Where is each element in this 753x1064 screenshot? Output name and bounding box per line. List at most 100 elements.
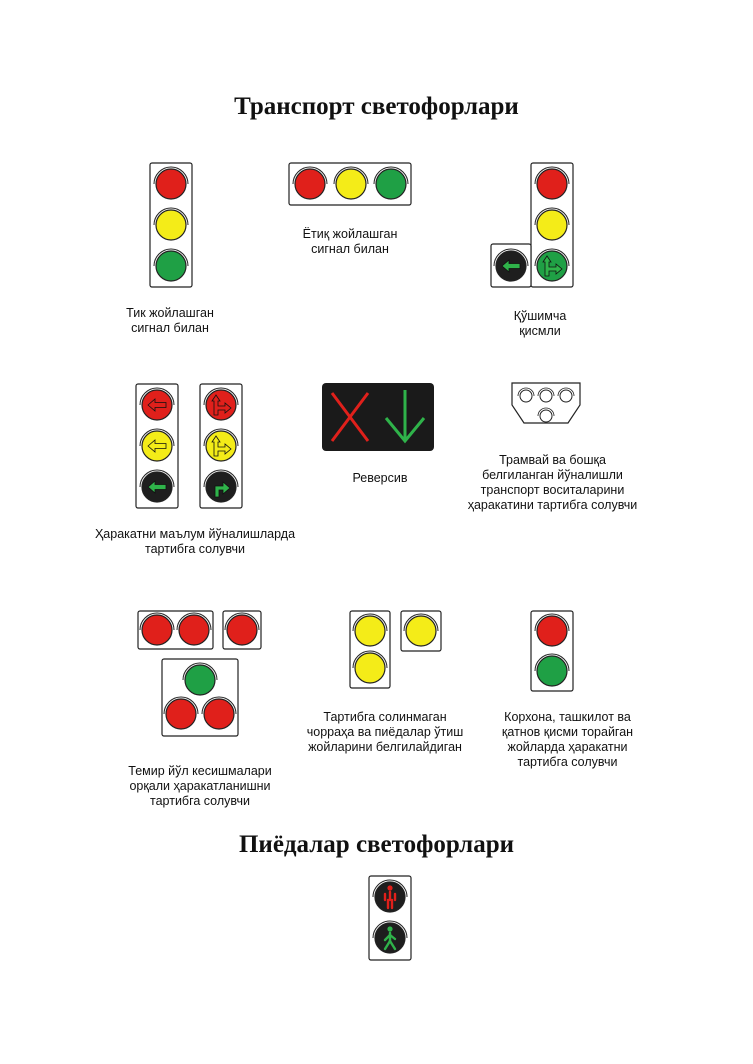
- lamp-lens: [155, 250, 187, 282]
- lamp-lens: [375, 168, 407, 200]
- railway-red-lamp: [139, 612, 175, 646]
- reversible-signal-panel: [322, 383, 434, 451]
- pedestrian-stop-icon: [383, 885, 397, 910]
- pedestrian-arm: [388, 933, 397, 941]
- additional-green-arrow-icon: [542, 255, 563, 277]
- railway-green-lamp: [182, 662, 218, 696]
- lamp-lens: [165, 698, 197, 730]
- tram-lamp: [539, 389, 553, 403]
- lamp-visor: [201, 696, 237, 715]
- caption-additional: Қўшимча қисмли: [513, 309, 567, 338]
- additional-red-lamp: [534, 166, 570, 200]
- lamp-lens: [205, 389, 237, 421]
- lamp-lens: [354, 615, 386, 647]
- lamp-visor: [176, 612, 212, 631]
- railway-red-lamp: [224, 612, 260, 646]
- railway-red-lamp: [201, 696, 237, 730]
- directional-left-arrow-icon: [147, 398, 167, 412]
- pedestrian-head: [387, 926, 393, 932]
- lamp-visor: [534, 653, 570, 672]
- lamp-visor: [534, 166, 570, 185]
- lamp-visor: [372, 920, 408, 939]
- caption-enterprise: Корхона, ташкилот ва қатнов қисми торайг…: [501, 710, 634, 769]
- pedestrian-walk-icon: [383, 926, 397, 951]
- enterprise-red-lamp: [534, 613, 570, 647]
- transport-title: Транспорт светофорлари: [234, 93, 519, 120]
- lamp-lens: [536, 615, 568, 647]
- lamp-visor: [537, 387, 555, 397]
- lamp-visor: [517, 387, 535, 397]
- directional-right-arrow-icon: [211, 435, 232, 457]
- vertical-red-lamp: [153, 166, 189, 200]
- caption-tram: Трамвай ва бошқа белгиланган йўналишли т…: [467, 453, 638, 512]
- lamp-visor: [557, 387, 575, 397]
- pedestrian-head: [387, 885, 393, 891]
- caption-vertical: Тик жойлашган сигнал билан: [126, 306, 214, 335]
- lamp-lens: [354, 652, 386, 684]
- lamp-lens: [536, 168, 568, 200]
- lamp-lens: [184, 664, 216, 696]
- lamp-visor: [372, 879, 408, 898]
- lamp-visor: [139, 387, 175, 406]
- lamp-lens: [155, 168, 187, 200]
- lamp-visor: [139, 469, 175, 488]
- crossing-yellow-lamp: [352, 650, 388, 684]
- pedestrian-title: Пиёдалар светофорлари: [238, 831, 515, 858]
- reversible-down-arrow-icon: [384, 417, 426, 444]
- lamp-visor: [534, 207, 570, 226]
- horizontal-yellow-lamp: [333, 166, 369, 200]
- crossing-yellow-lamp: [403, 613, 439, 647]
- directional-left-arrow-icon: [147, 480, 167, 494]
- caption-railway: Темир йўл кесишмалари орқали ҳаракатлани…: [128, 764, 272, 808]
- lamp-visor: [292, 166, 328, 185]
- lamp-visor: [224, 612, 260, 631]
- lamp-lens: [335, 168, 367, 200]
- lamp-visor: [534, 613, 570, 632]
- lamp-visor: [537, 407, 555, 417]
- directional-right-yellow-lamp: [203, 428, 239, 462]
- additional-yellow-lamp: [534, 207, 570, 241]
- lamp-lens: [405, 615, 437, 647]
- horizontal-red-lamp: [292, 166, 328, 200]
- additional-left-arrow-icon: [501, 259, 521, 273]
- caption-crossing: Тартибга солинмаган чорраҳа ва пиёдалар …: [306, 710, 464, 754]
- crossing-yellow-lamp: [352, 613, 388, 647]
- caption-reversible: Реверсив: [352, 471, 408, 485]
- lamp-lens: [155, 209, 187, 241]
- railway-red-lamp: [176, 612, 212, 646]
- vertical-green-lamp: [153, 248, 189, 282]
- lamp-lens: [203, 698, 235, 730]
- caption-directional: Ҳаракатни маълум йўналишларда тартибга с…: [94, 527, 296, 556]
- reversible-cross-icon: [330, 392, 370, 442]
- lamp-visor: [139, 428, 175, 447]
- tram-lamp: [559, 389, 573, 403]
- additional-green-lamp: [534, 248, 570, 282]
- lamp-lens: [536, 209, 568, 241]
- lamp-visor: [153, 207, 189, 226]
- lamp-visor: [182, 662, 218, 681]
- tram-lamp: [539, 409, 553, 423]
- directional-right-arrow-icon: [211, 394, 232, 416]
- lamp-visor: [139, 612, 175, 631]
- lamp-lens: [141, 614, 173, 646]
- lamp-visor: [333, 166, 369, 185]
- railway-red-lamp: [163, 696, 199, 730]
- directional-right-red-lamp: [203, 387, 239, 421]
- lamp-visor: [153, 248, 189, 267]
- lamp-lens: [205, 430, 237, 462]
- lamp-lens: [226, 614, 258, 646]
- lamp-visor: [163, 696, 199, 715]
- pedestrian-leg: [383, 939, 392, 951]
- horizontal-green-lamp: [373, 166, 409, 200]
- directional-right-arrow-icon: [214, 481, 231, 498]
- enterprise-green-lamp: [534, 653, 570, 687]
- lamp-visor: [203, 387, 239, 406]
- directional-left-arrow-icon: [147, 439, 167, 453]
- pedestrian-leg: [388, 939, 397, 951]
- lamp-visor: [352, 613, 388, 632]
- vertical-yellow-lamp: [153, 207, 189, 241]
- lamp-visor: [352, 650, 388, 669]
- lamp-lens: [536, 655, 568, 687]
- lamp-visor: [373, 166, 409, 185]
